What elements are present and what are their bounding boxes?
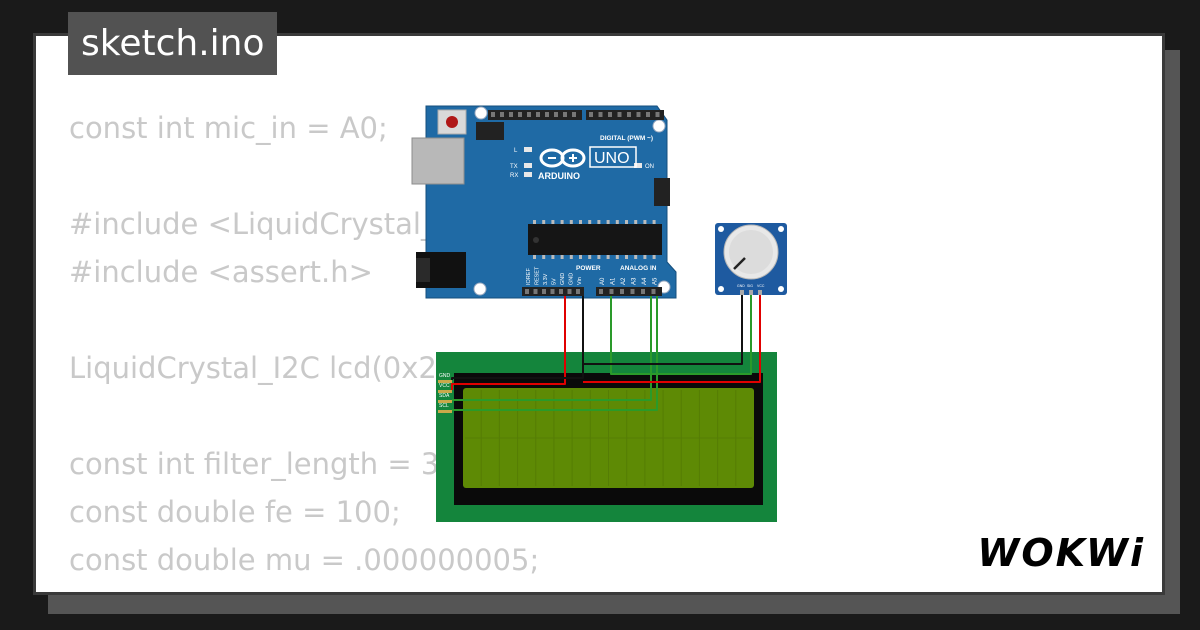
lcd-pin-label: GND xyxy=(439,373,451,379)
led-label: RX xyxy=(510,173,518,179)
power-pin-label: 3.3V xyxy=(543,273,549,285)
potentiometer[interactable]: GND SIG VCC xyxy=(715,223,787,295)
led-l xyxy=(524,147,532,152)
wire-a4-lcd-sda xyxy=(452,296,652,401)
icsp-header xyxy=(476,122,504,140)
digital-header-left xyxy=(488,110,582,120)
power-pin-label: IOREF xyxy=(526,268,532,285)
analog-pin-label: A2 xyxy=(621,277,627,285)
board-brand: ARDUINO xyxy=(538,171,580,181)
power-pin-label: GND xyxy=(560,273,566,285)
wire-5v-pot-vcc xyxy=(583,295,761,383)
wokwi-logo: WOKWi xyxy=(977,531,1145,575)
code-line: const double mu = .000000005; xyxy=(69,543,540,577)
analog-pin-label: A1 xyxy=(611,277,617,285)
mounting-hole xyxy=(473,282,487,296)
file-name-tab[interactable]: sketch.ino xyxy=(68,12,278,75)
led-on xyxy=(634,163,642,168)
arduino-uno-board[interactable]: DIGITAL (PWM ~) L TX RX ON UNO ARDUINO xyxy=(411,105,677,299)
wire-a0-pot-sig xyxy=(610,295,752,375)
analog-pin-label: A5 xyxy=(653,277,659,285)
reset-button-cap xyxy=(446,116,458,128)
lcd-pin-label: VCC xyxy=(439,383,450,389)
power-header-label: POWER xyxy=(576,265,601,272)
pot-pin-label: VCC xyxy=(757,284,765,288)
digital-header-label: DIGITAL (PWM ~) xyxy=(600,135,653,142)
atmega-chip xyxy=(528,224,662,255)
mounting-hole xyxy=(474,106,488,120)
power-pin-label: GND xyxy=(569,273,575,285)
code-line: #include <assert.h> xyxy=(69,255,373,289)
board-model: UNO xyxy=(594,150,630,167)
lcd-pin-label: SDA xyxy=(439,393,450,399)
icsp-header-right xyxy=(654,178,670,206)
led-tx xyxy=(524,163,532,168)
analog-pin-label: A3 xyxy=(632,277,638,285)
power-pin-label: RESET xyxy=(535,266,541,285)
analog-pin-label: A0 xyxy=(600,277,606,285)
led-label: ON xyxy=(645,164,654,170)
wire-5v-lcd-vcc xyxy=(451,296,566,390)
code-line: LiquidCrystal_I2C lcd(0x2 xyxy=(69,351,437,385)
lcd-pin-label: SCL xyxy=(439,403,449,409)
arduino-logo: UNO ARDUINO xyxy=(538,146,637,181)
analog-header-label: ANALOG IN xyxy=(620,265,657,272)
usb-port xyxy=(411,137,465,185)
code-line: const double fe = 100; xyxy=(69,495,401,529)
lcd-character-grid xyxy=(465,390,752,486)
power-pin-label: Vin xyxy=(577,277,583,285)
code-line: #include <LiquidCrystal_ xyxy=(69,207,436,241)
wires xyxy=(451,295,761,411)
led-label: TX xyxy=(510,164,518,170)
power-pin-label: 5V xyxy=(552,278,558,285)
mounting-hole xyxy=(652,119,666,133)
infinity-icon xyxy=(539,148,586,168)
code-line: const int filter_length = 3 xyxy=(69,447,440,481)
status-leds: L TX RX ON xyxy=(510,147,654,179)
pot-pin-label: SIG xyxy=(747,284,753,288)
lcd-pin-header: GND VCC SDA SCL xyxy=(438,373,452,413)
pot-knob-pointer xyxy=(733,257,746,270)
led-label: L xyxy=(514,148,518,154)
code-line: const int mic_in = A0; xyxy=(69,111,388,145)
model-box xyxy=(589,146,637,168)
analog-pin-label: A4 xyxy=(642,277,648,285)
wire-a5-lcd-scl xyxy=(452,296,658,411)
pot-pin-label: GND xyxy=(737,284,745,288)
wire-gnd-pot-gnd xyxy=(582,295,743,365)
lcd-display[interactable]: GND VCC SDA SCL xyxy=(436,352,777,522)
led-rx xyxy=(524,172,532,177)
pot-pins xyxy=(740,290,762,295)
digital-header-right xyxy=(586,110,664,120)
analog-header xyxy=(596,287,662,296)
